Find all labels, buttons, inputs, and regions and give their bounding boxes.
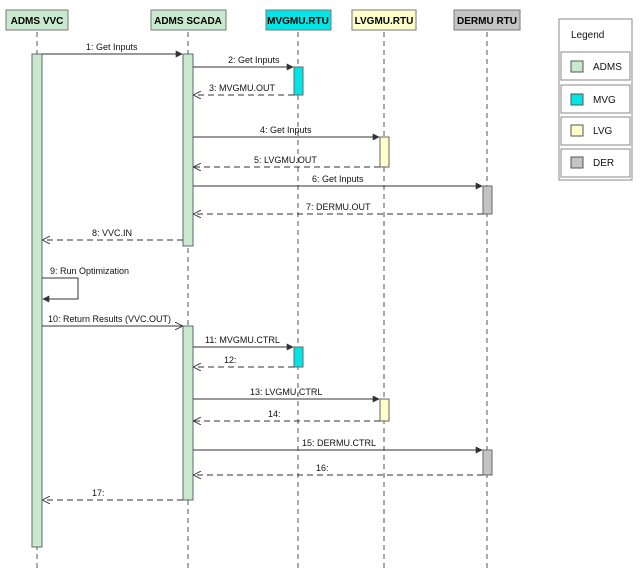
participant-mvg: MVGMU.RTU <box>265 9 332 31</box>
legend-swatch-adms <box>570 60 584 73</box>
message-3: 3: MVGMU.OUT <box>194 83 294 95</box>
legend-item-mvg: MVG <box>560 84 631 114</box>
message-9: 9: Run Optimization <box>42 266 129 303</box>
legend: Legend ADMS MVG LVG DER <box>558 18 633 181</box>
participant-label: DERMU RTU <box>457 16 517 27</box>
messages: 1: Get Inputs 2: Get Inputs 3: MVGMU.OUT… <box>42 42 483 500</box>
message-6: 6: Get Inputs <box>193 174 483 190</box>
message-11: 11: MVGMU.CTRL <box>193 335 294 351</box>
activation-mvg-2 <box>293 346 304 368</box>
activation-bars <box>31 53 493 548</box>
participant-box <box>5 9 69 31</box>
activation-lvg-2 <box>379 398 390 422</box>
participant-vvc: ADMS VVC <box>5 9 69 31</box>
legend-item-lvg: LVG <box>560 116 631 146</box>
participant-box <box>150 9 227 31</box>
message-label: 1: Get Inputs <box>86 42 138 52</box>
message-7: 7: DERMU.OUT <box>194 202 483 214</box>
message-arrow <box>42 277 79 303</box>
message-label: 15: DERMU.CTRL <box>302 438 376 448</box>
message-13: 13: LVGMU.CTRL <box>193 387 380 403</box>
message-8: 8: VVC.IN <box>43 228 183 240</box>
participant-label: LVGMU.RTU <box>355 16 414 27</box>
message-17: 17: <box>43 488 183 500</box>
participant-scada: ADMS SCADA <box>150 9 227 31</box>
message-label: 10: Return Results (VVC.OUT) <box>48 314 171 324</box>
message-label: 14: <box>268 409 281 419</box>
message-label: 5: LVGMU.OUT <box>254 155 317 165</box>
legend-swatch-lvg <box>570 124 584 137</box>
message-1: 1: Get Inputs <box>42 42 183 58</box>
legend-title: Legend <box>571 30 604 41</box>
legend-swatch-der <box>570 156 584 169</box>
legend-item-label: DER <box>593 158 614 169</box>
legend-item-label: LVG <box>593 126 612 137</box>
participant-der: DERMU RTU <box>453 9 521 31</box>
activation-scada-2 <box>182 325 194 501</box>
message-label: 4: Get Inputs <box>260 125 312 135</box>
legend-item-label: ADMS <box>593 62 622 73</box>
legend-item-der: DER <box>560 148 631 178</box>
participant-box <box>453 9 521 31</box>
message-label: 9: Run Optimization <box>50 266 129 276</box>
message-2: 2: Get Inputs <box>193 55 294 71</box>
message-5: 5: LVGMU.OUT <box>194 155 380 167</box>
legend-item-adms: ADMS <box>560 51 631 81</box>
activation-scada-1 <box>182 53 194 247</box>
participant-box <box>265 9 332 31</box>
activation-vvc <box>31 53 43 548</box>
activation-der-2 <box>482 449 493 476</box>
message-label: 16: <box>316 463 329 473</box>
message-10: 10: Return Results (VVC.OUT) <box>42 314 182 326</box>
message-label: 13: LVGMU.CTRL <box>250 387 322 397</box>
message-12: 12: <box>194 355 294 367</box>
message-label: 8: VVC.IN <box>92 228 132 238</box>
message-label: 7: DERMU.OUT <box>306 202 371 212</box>
message-label: 3: MVGMU.OUT <box>209 83 276 93</box>
participant-box <box>351 9 417 31</box>
message-label: 17: <box>92 488 105 498</box>
activation-lvg-1 <box>379 136 390 168</box>
participant-label: MVGMU.RTU <box>267 16 329 27</box>
message-14: 14: <box>194 409 380 421</box>
message-label: 12: <box>224 355 237 365</box>
activation-der-1 <box>482 185 493 215</box>
legend-item-label: MVG <box>593 95 616 106</box>
message-15: 15: DERMU.CTRL <box>193 438 483 454</box>
message-label: 11: MVGMU.CTRL <box>205 335 280 345</box>
message-label: 6: Get Inputs <box>312 174 364 184</box>
participant-label: ADMS SCADA <box>154 16 222 27</box>
message-label: 2: Get Inputs <box>228 55 280 65</box>
legend-swatch-mvg <box>570 93 584 106</box>
participant-lvg: LVGMU.RTU <box>351 9 417 31</box>
participant-headers: ADMS VVC ADMS SCADA MVGMU.RTU LVGMU.RTU … <box>5 9 521 31</box>
message-4: 4: Get Inputs <box>193 125 380 141</box>
message-16: 16: <box>194 463 483 475</box>
participant-label: ADMS VVC <box>11 16 64 27</box>
activation-mvg-1 <box>293 66 304 96</box>
